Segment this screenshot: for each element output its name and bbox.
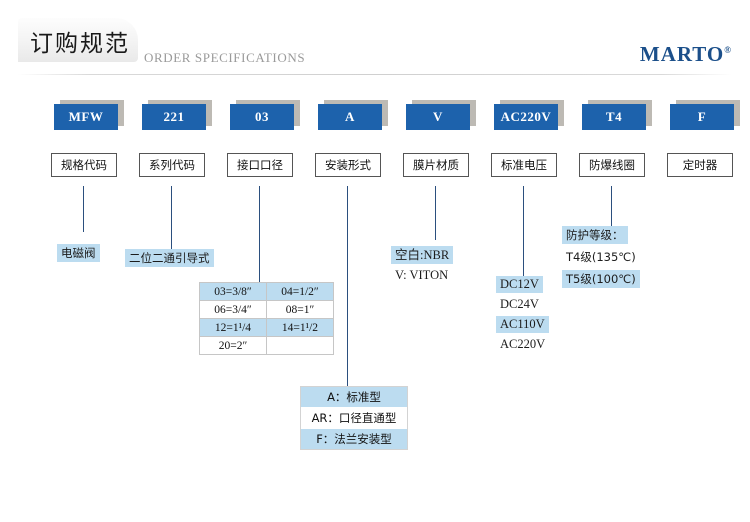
- code-chip-221[interactable]: 221: [142, 104, 206, 130]
- header-tab-shape: [18, 18, 138, 62]
- table-row: 03=3/8″ 04=1/2″: [199, 282, 334, 301]
- label-box-timer: 定时器: [667, 153, 733, 177]
- voltage-option-ac220v: AC220V: [500, 337, 546, 351]
- connector-line-series-code: [171, 186, 172, 250]
- connector-line-port-size: [259, 186, 260, 282]
- code-chip-t4[interactable]: T4: [582, 104, 646, 130]
- label-box-voltage: 标准电压: [491, 153, 557, 177]
- brand-name: MARTO: [639, 42, 725, 66]
- code-chip-mfw[interactable]: MFW: [54, 104, 118, 130]
- explosion-proof-t4: T4级(135℃): [566, 250, 636, 264]
- table-row: 20=2″: [199, 336, 334, 355]
- port-size-cell: 08=1″: [266, 300, 334, 319]
- brand-logo: MARTO®: [640, 42, 732, 67]
- explosion-proof-title: 防护等级：: [562, 226, 628, 244]
- list-item: F：法兰安装型: [301, 429, 407, 449]
- explosion-proof-t5: T5级(100℃): [562, 270, 640, 288]
- table-row: 06=3/4″ 08=1″: [199, 300, 334, 319]
- connector-line-spec-code: [83, 186, 84, 232]
- mounting-type-list: A：标准型 AR：口径直通型 F：法兰安装型: [300, 386, 408, 450]
- diaphragm-option-nbr: 空白:NBR: [391, 246, 454, 264]
- port-size-cell: 12=1¹/4: [199, 318, 267, 337]
- port-size-cell: 14=1¹/2: [266, 318, 334, 337]
- port-size-cell: 04=1/2″: [266, 282, 334, 301]
- connector-line-mounting-type: [347, 186, 348, 386]
- port-size-cell: [266, 336, 334, 355]
- label-box-spec-code: 规格代码: [51, 153, 117, 177]
- port-size-cell: 03=3/8″: [199, 282, 267, 301]
- page-title: 订购规范: [30, 31, 130, 57]
- table-row: 12=1¹/4 14=1¹/2: [199, 318, 334, 337]
- diaphragm-option-viton: V: VITON: [395, 268, 449, 282]
- voltage-option-ac110v: AC110V: [496, 316, 549, 333]
- header-divider: [18, 74, 732, 75]
- code-chip-ac220v[interactable]: AC220V: [494, 104, 558, 130]
- code-chip-03[interactable]: 03: [230, 104, 294, 130]
- voltage-option-dc12v: DC12V: [496, 276, 543, 293]
- port-size-table: 03=3/8″ 04=1/2″ 06=3/4″ 08=1″ 12=1¹/4 14…: [199, 282, 334, 355]
- code-chip-a[interactable]: A: [318, 104, 382, 130]
- label-box-explosion-proof: 防爆线圈: [579, 153, 645, 177]
- label-box-port-size: 接口口径: [227, 153, 293, 177]
- code-chip-v[interactable]: V: [406, 104, 470, 130]
- connector-line-diaphragm: [435, 186, 436, 240]
- voltage-option-dc24v: DC24V: [500, 297, 539, 311]
- label-box-series-code: 系列代码: [139, 153, 205, 177]
- registered-mark-icon: ®: [724, 45, 732, 55]
- note-series-code: 二位二通引导式: [125, 249, 214, 267]
- page-subtitle: ORDER SPECIFICATIONS: [144, 50, 306, 65]
- connector-line-voltage: [523, 186, 524, 278]
- list-item: AR：口径直通型: [301, 408, 407, 429]
- label-box-diaphragm: 膜片材质: [403, 153, 469, 177]
- label-box-mounting-type: 安装形式: [315, 153, 381, 177]
- code-chip-f[interactable]: F: [670, 104, 734, 130]
- port-size-cell: 20=2″: [199, 336, 267, 355]
- note-spec-code: 电磁阀: [57, 244, 100, 262]
- list-item: A：标准型: [301, 387, 407, 408]
- connector-line-explosion-proof: [611, 186, 612, 226]
- port-size-cell: 06=3/4″: [199, 300, 267, 319]
